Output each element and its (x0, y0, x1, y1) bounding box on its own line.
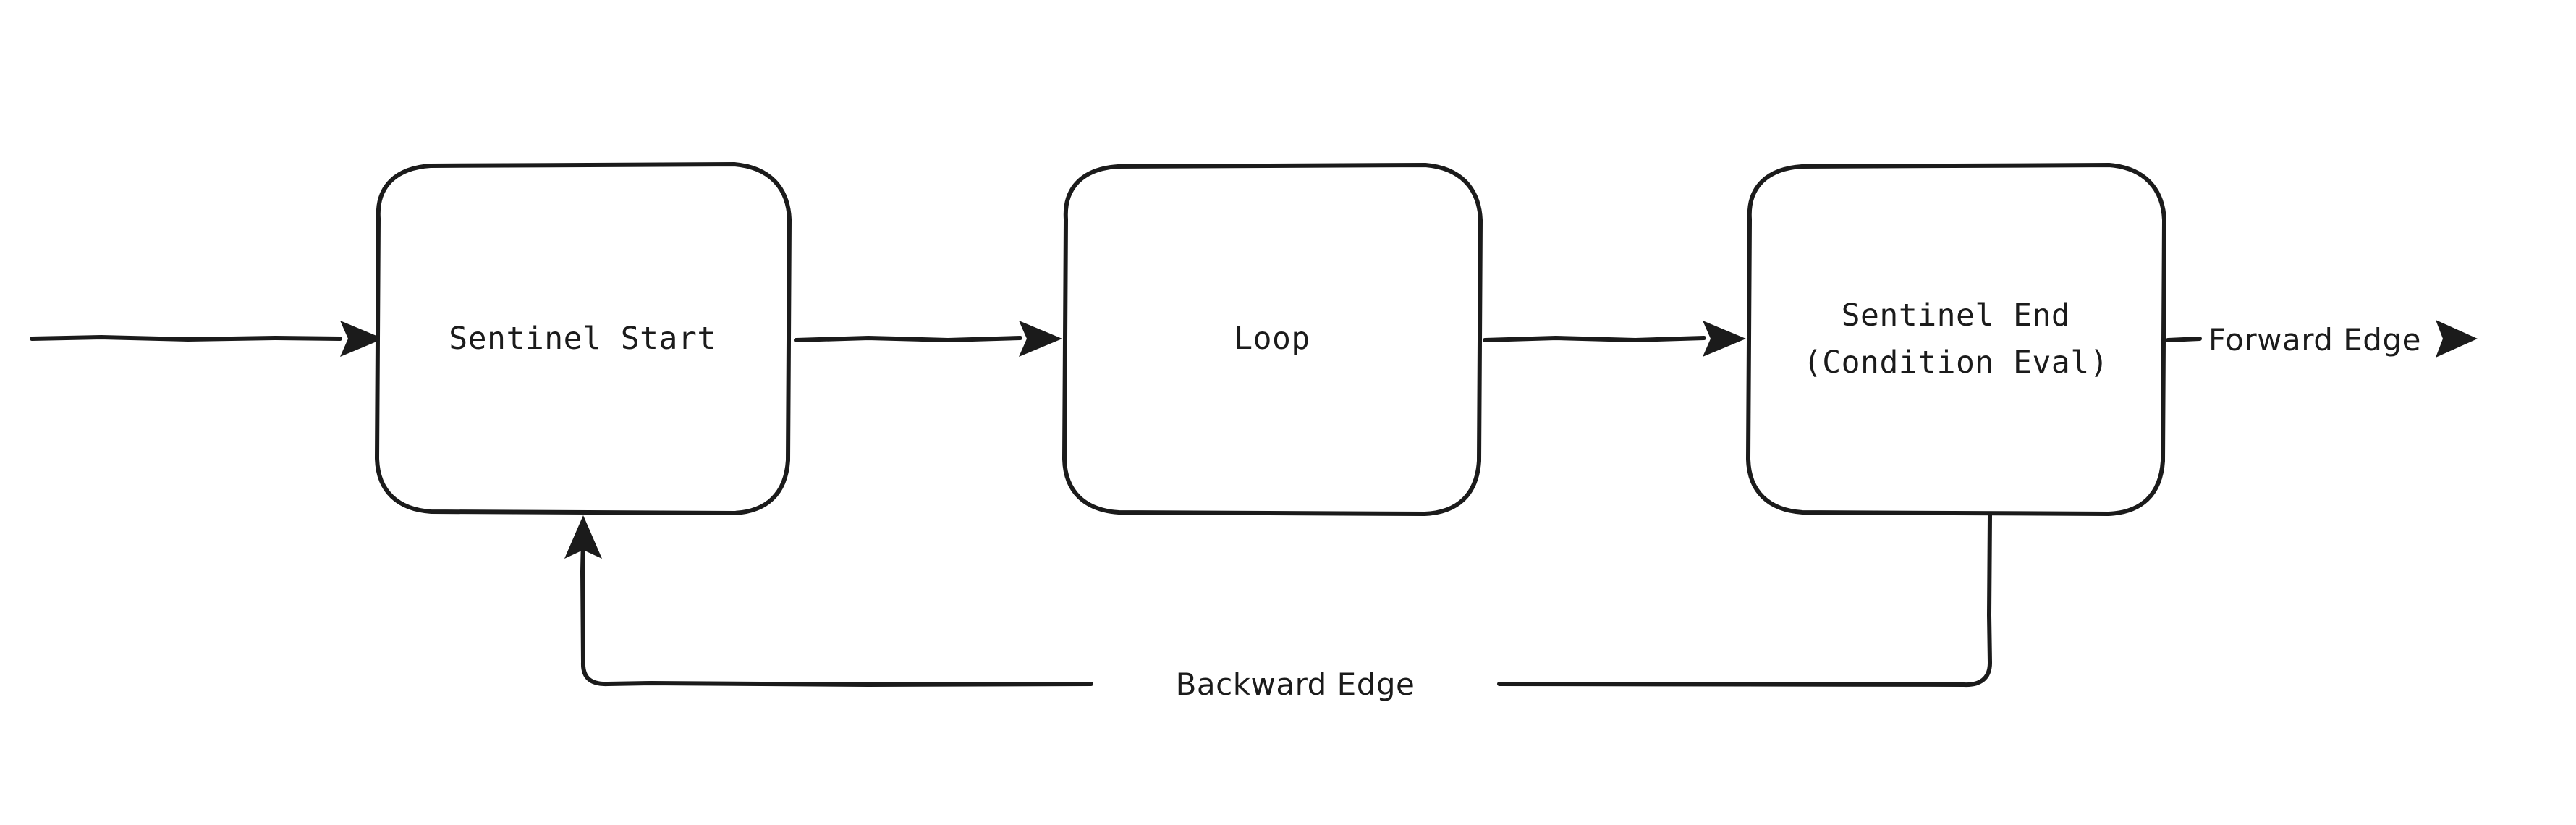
start-to-loop-arrowhead (1019, 321, 1062, 357)
loop-to-end-arrowhead (1703, 321, 1746, 357)
forward-edge-line (2166, 337, 2202, 342)
sentinel-end-label-line2: (Condition Eval) (1803, 344, 2109, 381)
edge-backward-edge: Backward Edge (564, 513, 1992, 702)
loop-box (1062, 163, 1483, 516)
backward-edge-right-segment (1497, 513, 1992, 688)
loop-to-end-line (1483, 336, 1706, 342)
node-sentinel-start[interactable]: Sentinel Start (375, 162, 792, 515)
sentinel-start-label: Sentinel Start (449, 321, 716, 357)
edge-start-to-loop (794, 321, 1062, 357)
edge-loop-to-end (1483, 321, 1746, 357)
start-to-loop-line (794, 336, 1022, 342)
entry-edge-line (30, 335, 342, 342)
node-loop[interactable]: Loop (1062, 163, 1483, 516)
backward-edge-label: Backward Edge (1176, 667, 1415, 702)
edge-forward-edge: Forward Edge (2166, 320, 2478, 358)
edge-entry-edge (30, 321, 384, 357)
loop-label: Loop (1234, 321, 1310, 357)
backward-edge-arrowhead (564, 515, 602, 559)
sentinel-end-box (1746, 163, 2166, 516)
forward-edge-arrowhead (2436, 320, 2478, 358)
sentinel-end-label-line1: Sentinel End (1842, 297, 2071, 334)
entry-edge-arrowhead (340, 321, 384, 357)
node-sentinel-end[interactable]: Sentinel End (Condition Eval) (1746, 163, 2166, 516)
sentinel-start-box (375, 162, 792, 515)
forward-edge-label: Forward Edge (2208, 322, 2421, 358)
backward-edge-left-segment (580, 533, 1093, 687)
